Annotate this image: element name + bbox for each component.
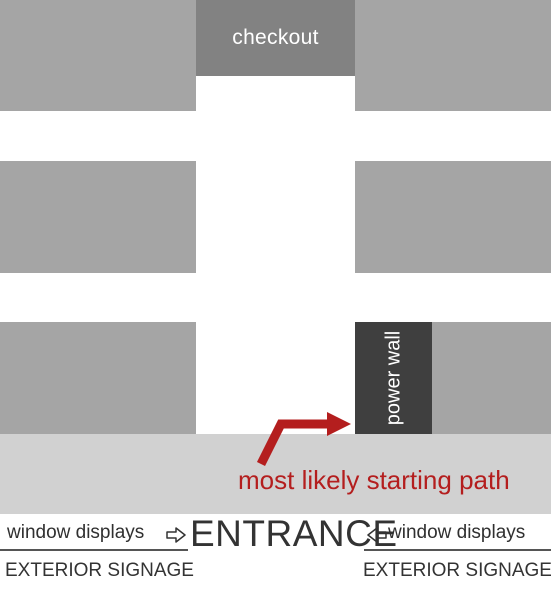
exterior-signage-left-label: EXTERIOR SIGNAGE — [5, 560, 194, 581]
shelf-middle-left — [0, 161, 196, 273]
window-displays-right-label: window displays — [388, 522, 526, 543]
exterior-signage-right-label: EXTERIOR SIGNAGE — [363, 560, 551, 581]
storefront-line-right — [364, 549, 551, 551]
window-displays-left-label: window displays — [7, 522, 145, 543]
entrance-label: ENTRANCE — [190, 513, 398, 554]
power-wall: power wall — [355, 322, 432, 434]
path-arrow-icon — [256, 412, 351, 467]
shelf-bottom-left — [0, 322, 196, 434]
entry-zone — [0, 434, 551, 514]
arrow-left-icon — [367, 527, 387, 543]
storefront-line-left — [0, 549, 188, 551]
checkout-label: checkout — [232, 26, 319, 49]
shelf-top-right — [355, 0, 551, 111]
shelf-bottom-right — [432, 322, 551, 434]
arrow-right-icon — [166, 527, 186, 543]
shelf-top-left — [0, 0, 196, 111]
starting-path-label: most likely starting path — [238, 465, 510, 495]
power-wall-label: power wall — [382, 330, 404, 426]
shelf-middle-right — [355, 161, 551, 273]
checkout-counter: checkout — [196, 0, 355, 76]
